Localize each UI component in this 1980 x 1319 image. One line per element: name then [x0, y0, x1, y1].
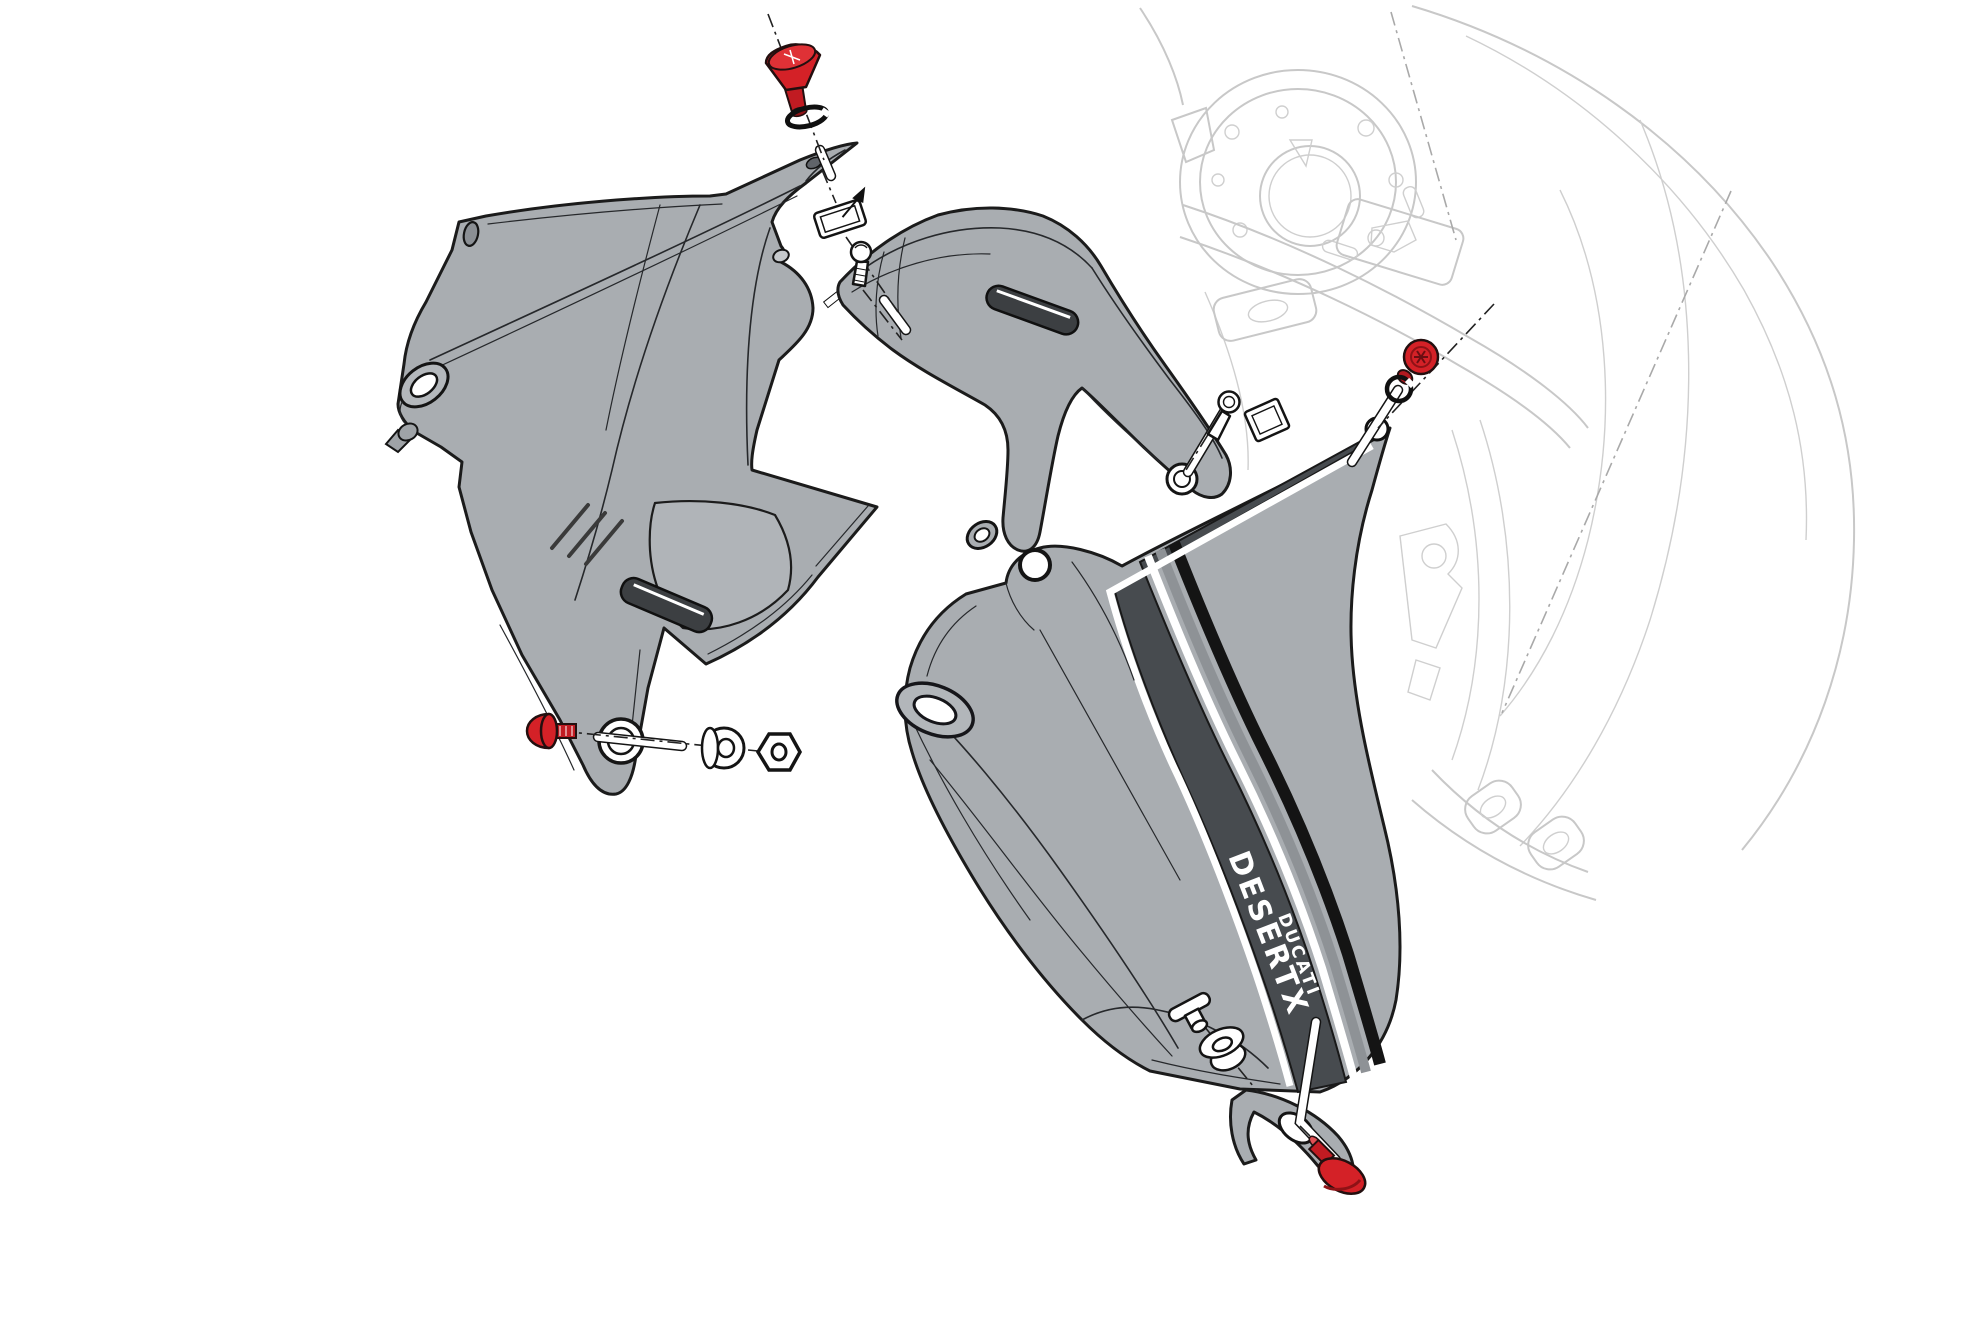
right-panel-upper-hole — [1018, 548, 1052, 582]
rubber-spacer — [700, 726, 746, 770]
tank-diagonal-axis — [1501, 190, 1732, 714]
red-screw-left — [525, 712, 577, 750]
duct-lower-ring — [965, 520, 999, 550]
tank-side-bracket — [1399, 523, 1463, 701]
center-duct-bracket — [836, 206, 1232, 553]
screw-duct — [1206, 390, 1241, 442]
leader-bands — [592, 144, 1404, 1166]
decal-band — [1112, 427, 1386, 1094]
left-side-panel — [384, 141, 879, 796]
washer-top — [784, 104, 831, 130]
grommet-bottom — [1198, 1026, 1247, 1072]
tank-centerline — [1390, 11, 1457, 241]
clip-duct — [1243, 397, 1291, 443]
fuel-filler-ring — [1170, 69, 1425, 295]
screw-top-center — [849, 240, 873, 288]
clip-top — [812, 186, 868, 239]
t-clip-bottom — [1167, 991, 1212, 1034]
duct-slot — [985, 284, 1080, 336]
axis-top-clip — [821, 169, 837, 204]
decal-stripe-white-inner — [1105, 442, 1374, 1087]
axis-screw-to-duct — [862, 289, 903, 341]
left-panel-pocket — [648, 499, 793, 631]
left-panel-edge-peg — [772, 248, 790, 264]
tank-tabs — [1411, 769, 1597, 901]
left-panel-peg — [384, 422, 419, 454]
right-side-panel: DESERTX DUCATI — [895, 416, 1402, 1183]
axis-bottom-screw — [1299, 1125, 1337, 1163]
duct-body — [836, 206, 1232, 553]
red-screw-right — [1396, 338, 1440, 385]
left-panel-ribs — [550, 503, 624, 566]
right-panel-oval-slot — [895, 681, 975, 739]
left-panel-tab-slot — [462, 221, 480, 247]
left-panel-slot — [619, 576, 714, 634]
decal-stripe-black — [1168, 540, 1386, 1066]
left-panel-body — [396, 141, 879, 796]
left-panel-oval-boss — [398, 361, 450, 427]
decal-stripe-gray — [1155, 548, 1371, 1074]
hex-nut — [755, 732, 803, 772]
decal-stripe-white-outer — [1144, 554, 1358, 1080]
red-screw-bottom — [1307, 1135, 1367, 1195]
washer-right — [1384, 374, 1416, 404]
tank-mount-plate — [1335, 198, 1465, 286]
